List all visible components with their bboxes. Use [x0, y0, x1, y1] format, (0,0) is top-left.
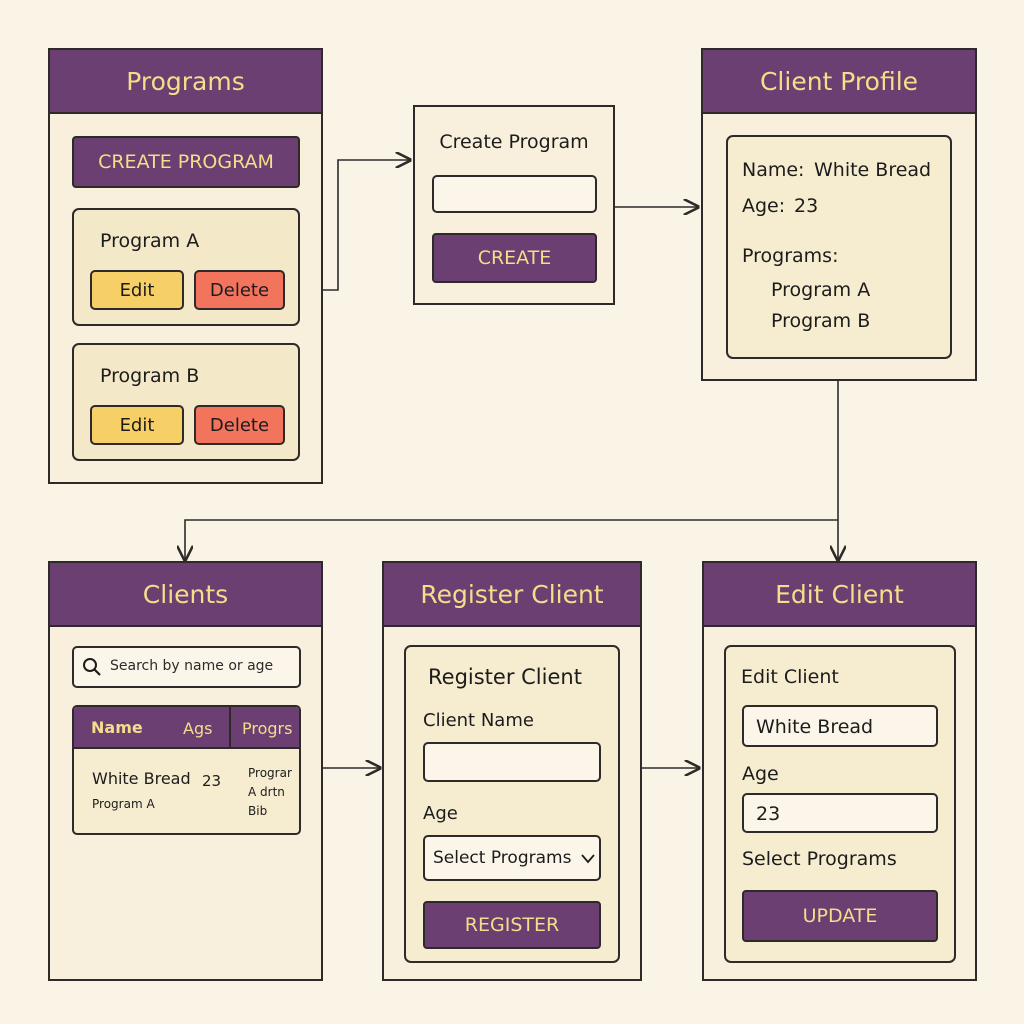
create-program-title: Create Program [439, 131, 589, 153]
clients-table: Name Ags Progrs White Bread Program A 23… [72, 705, 301, 835]
register-form: Register Client Client Name Age Select P… [404, 645, 620, 963]
row-age: 23 [202, 772, 222, 790]
column-header-programs[interactable]: Progrs [242, 719, 293, 738]
client-name-input[interactable] [423, 742, 601, 782]
programs-select-label: Select Programs [433, 848, 572, 868]
clients-title: Clients [50, 563, 321, 627]
create-program-panel: Create Program CREATE [413, 105, 615, 305]
profile-program-item: Program B [771, 310, 871, 332]
table-header: Name Ags Progrs [74, 707, 299, 749]
column-header-name[interactable]: Name [91, 718, 143, 737]
edit-form: Edit Client White Bread Age 23 Select Pr… [724, 645, 956, 963]
edit-client-title: Edit Client [704, 563, 975, 627]
program-card: Program A Edit Delete [72, 208, 300, 326]
profile-card: Name: White Bread Age: 23 Programs: Prog… [726, 135, 952, 359]
clients-panel: Clients Search by name or age Name Ags P… [48, 561, 323, 981]
programs-select[interactable]: Select Programs [423, 835, 601, 881]
row-programs-line: Prograr [248, 766, 292, 780]
client-name-label: Client Name [423, 710, 534, 731]
edit-name-input[interactable]: White Bread [742, 705, 938, 747]
age-label: Age [423, 803, 458, 824]
client-profile-panel: Client Profile Name: White Bread Age: 23… [701, 48, 977, 381]
profile-age-value: 23 [794, 195, 819, 217]
profile-name-label: Name: [742, 159, 805, 181]
edit-client-panel: Edit Client Edit Client White Bread Age … [702, 561, 977, 981]
profile-programs-label: Programs: [742, 245, 839, 267]
programs-panel: Programs CREATE PROGRAM Program A Edit D… [48, 48, 323, 484]
row-name: White Bread [92, 769, 191, 788]
register-client-title: Register Client [384, 563, 640, 627]
search-input[interactable]: Search by name or age [72, 646, 301, 688]
arrow-profile-to-clients [185, 519, 838, 560]
update-button[interactable]: UPDATE [742, 890, 938, 942]
table-row[interactable]: White Bread Program A 23 Prograr A drtn … [74, 749, 299, 833]
register-heading: Register Client [428, 665, 582, 689]
search-icon [83, 658, 101, 676]
programs-title: Programs [50, 50, 321, 114]
program-name: Program B [100, 365, 200, 387]
program-card: Program B Edit Delete [72, 343, 300, 461]
column-header-age[interactable]: Ags [183, 719, 213, 738]
row-program: Program A [92, 797, 155, 811]
delete-button[interactable]: Delete [194, 405, 285, 445]
delete-button[interactable]: Delete [194, 270, 285, 310]
edit-heading: Edit Client [741, 666, 839, 688]
program-name: Program A [100, 230, 200, 252]
client-profile-title: Client Profile [703, 50, 975, 114]
register-button[interactable]: REGISTER [423, 901, 601, 949]
edit-age-label: Age [742, 763, 779, 785]
register-client-panel: Register Client Register Client Client N… [382, 561, 642, 981]
edit-age-input[interactable]: 23 [742, 793, 938, 833]
chevron-down-icon [581, 854, 595, 864]
profile-age-label: Age: [742, 195, 786, 217]
program-name-input[interactable] [432, 175, 597, 213]
edit-button[interactable]: Edit [90, 405, 184, 445]
row-programs-line: A drtn [248, 785, 285, 799]
edit-select-programs[interactable]: Select Programs [742, 848, 897, 870]
search-placeholder: Search by name or age [110, 658, 274, 674]
create-program-button[interactable]: CREATE PROGRAM [72, 136, 300, 188]
row-programs-line: Bib [248, 804, 268, 818]
profile-name-value: White Bread [814, 159, 932, 181]
profile-program-item: Program A [771, 279, 871, 301]
create-button[interactable]: CREATE [432, 233, 597, 283]
column-divider [229, 707, 231, 747]
edit-button[interactable]: Edit [90, 270, 184, 310]
edit-age-value: 23 [756, 803, 781, 825]
arrow-programs-to-create [322, 160, 410, 291]
edit-name-value: White Bread [756, 716, 874, 738]
